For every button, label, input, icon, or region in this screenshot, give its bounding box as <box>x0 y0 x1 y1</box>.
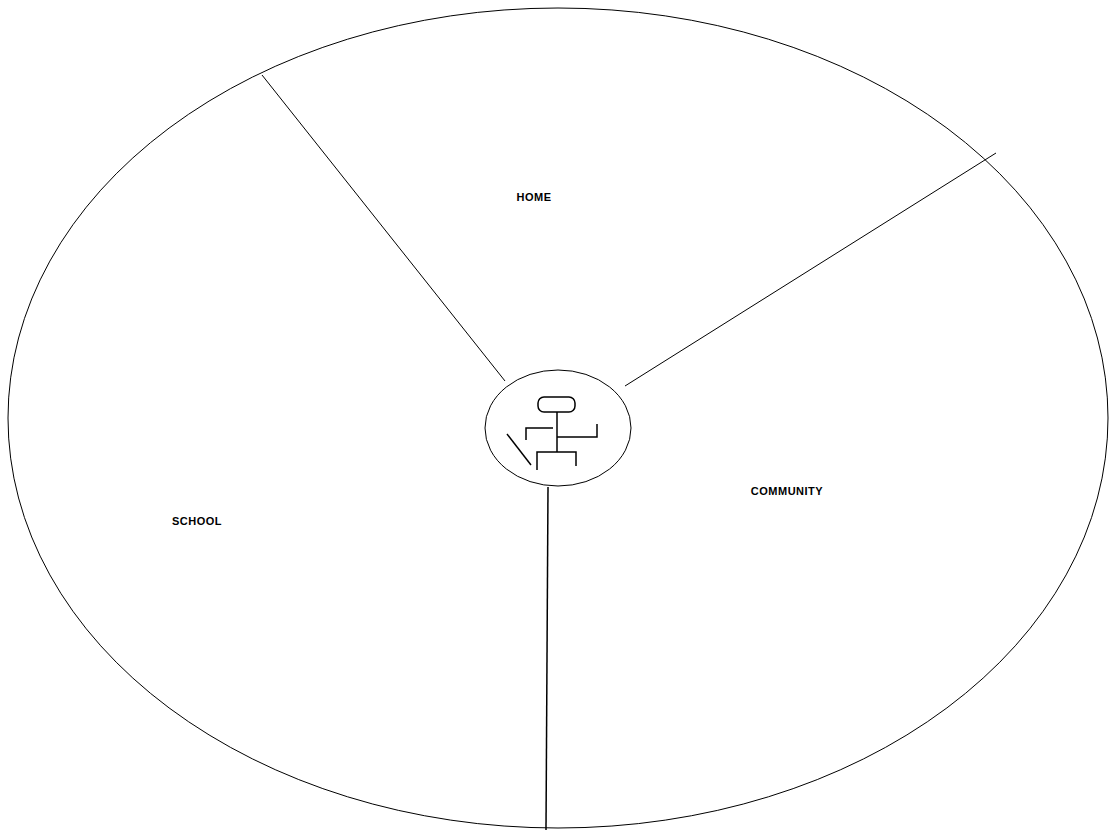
region-label: COMMUNITY <box>749 485 825 497</box>
divider-line <box>625 153 996 386</box>
center-circle <box>485 370 631 486</box>
divider-line <box>546 487 548 830</box>
region-label: HOME <box>515 191 554 203</box>
region-label: SCHOOL <box>170 515 224 527</box>
stick-figure <box>507 397 597 470</box>
outer-ellipse <box>8 8 1108 828</box>
divider-line <box>262 75 505 381</box>
